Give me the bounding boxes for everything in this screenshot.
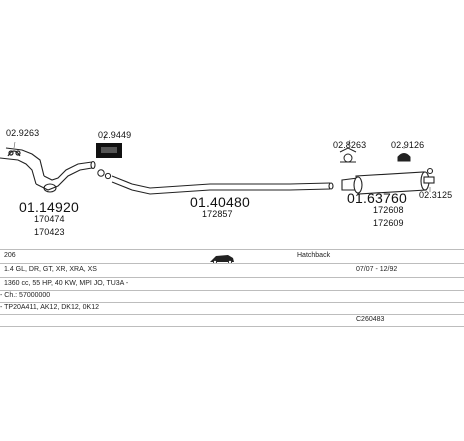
front-clamp-leader: [13, 141, 16, 149]
engine-codes: - TP20A411, AK12, DK12, 0K12: [0, 304, 99, 311]
center-pipe-icon: [111, 175, 334, 195]
joint-icon: [97, 169, 112, 180]
body-type: Hatchback: [297, 252, 331, 259]
rear-clamp-icon: [397, 146, 411, 162]
rear-muffler-icon: [341, 167, 435, 195]
model-name: 206: [4, 252, 16, 259]
table-rule: [0, 290, 464, 291]
table-rule: [0, 249, 464, 250]
front-clamp-icon: [7, 150, 21, 157]
table-rule: [0, 314, 464, 315]
rubber-mount-icon: [96, 133, 122, 158]
engine-spec: 1360 cc, 55 HP, 40 KW, MPI JO, TU3A -: [4, 280, 129, 287]
table-rule: [0, 326, 464, 327]
variants: 1.4 GL, DR, GT, XR, XRA, XS: [4, 266, 97, 273]
part-clamp-front: 02.9263: [6, 128, 40, 138]
production-period: 07/07 - 12/92: [356, 266, 398, 273]
chassis-number: - Ch.: 57000000: [0, 292, 51, 299]
table-rule: [0, 302, 464, 303]
part-rear-bracket2: 02.3125: [419, 190, 453, 200]
part-front-pipe-ref2: 170423: [34, 227, 65, 237]
part-rear-bracket1: 02.8263: [333, 140, 367, 150]
part-center-pipe-ref: 172857: [202, 209, 233, 219]
part-rear-clamp: 02.9126: [391, 140, 425, 150]
hatchback-car-icon: [210, 255, 234, 264]
part-front-pipe: 01.14920: [19, 199, 79, 215]
part-center-pipe: 01.40480: [190, 194, 250, 210]
catalog-code: C260483: [356, 316, 385, 323]
front-pipe-icon: [0, 147, 96, 193]
part-rear-muffler: 01.63760: [347, 190, 407, 206]
part-front-pipe-ref1: 170474: [34, 214, 65, 224]
rear-bracket-icon: [339, 139, 357, 163]
part-rubber-mount: 02.9449: [98, 130, 132, 140]
table-rule: [0, 277, 464, 278]
table-rule: [0, 263, 464, 264]
part-rear-muffler-ref2: 172609: [373, 218, 404, 228]
part-rear-muffler-ref1: 172608: [373, 205, 404, 215]
